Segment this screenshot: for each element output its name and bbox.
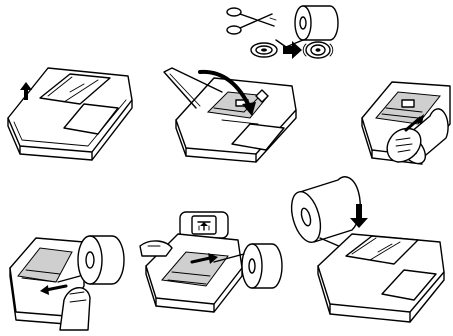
prep-cut-paper-group: [227, 6, 338, 59]
finger: [140, 241, 172, 256]
paper-feed-key-icon: [192, 216, 216, 234]
step-3-insert-paper: [362, 82, 450, 168]
scissors-icon: [227, 8, 276, 34]
calculator-body: [176, 78, 296, 162]
step-4-feed-paper: [10, 236, 124, 330]
disc-icon: [251, 43, 277, 57]
disc-with-paper-icon: [303, 42, 333, 58]
arrow-right-icon: [283, 41, 302, 59]
step-5-press-feed-key: [140, 212, 282, 312]
step-1-open-cover: [8, 68, 132, 160]
step-2-lift-arm: [164, 68, 296, 162]
step-6-close-cover: [286, 177, 444, 322]
paper-roll-icon: [276, 6, 338, 47]
